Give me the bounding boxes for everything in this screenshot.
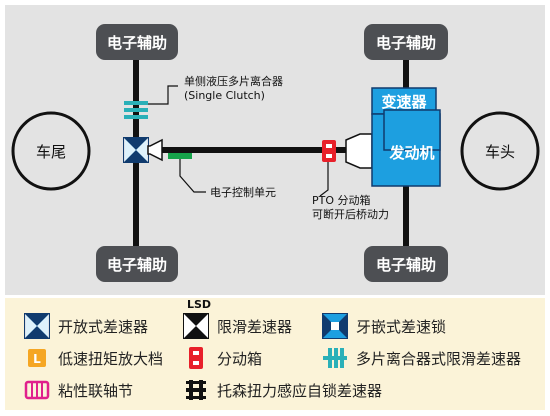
legend-item-transfer-case: 分动箱	[183, 344, 262, 372]
engine-label: 发动机	[388, 144, 434, 162]
engine-block: 发动机	[371, 109, 441, 187]
pto-transfer-case-icon	[322, 140, 336, 162]
front-wheel: 车头	[460, 111, 540, 191]
legend-item-limited-slip-differential: 限滑差速器	[183, 312, 292, 340]
clutch-label-line2: (Single Clutch)	[184, 89, 265, 102]
dog-clutch-locker-icon	[322, 313, 348, 339]
legend-label: 限滑差速器	[217, 317, 293, 336]
transmission-label: 变速器	[381, 93, 427, 111]
clutch-leader-line	[148, 85, 178, 105]
clutch-label-line1: 单侧液压多片离合器	[184, 74, 283, 88]
rear-open-differential-icon	[123, 137, 149, 163]
legend-item-dog-clutch-locker: 牙嵌式差速锁	[322, 312, 446, 340]
viscous-coupling-icon	[24, 377, 50, 403]
limited-slip-differential-icon	[183, 313, 209, 339]
front-bellhousing	[345, 133, 373, 169]
transfer-case-icon	[183, 345, 209, 371]
legend-item-open-differential: 开放式差速器	[24, 312, 148, 340]
pto-label-line2: 可断开后桥动力	[312, 207, 389, 221]
legend-item-torsen-differential: 托森扭力感应自锁差速器	[183, 376, 382, 404]
aux-box-front-top: 电子辅助	[364, 24, 448, 60]
ecu-label: 电子控制单元	[210, 185, 276, 199]
rear-wheel-label: 车尾	[36, 143, 66, 161]
multi-plate-clutch-icon	[124, 101, 148, 119]
pto-label-line1: PTO 分动箱	[312, 193, 371, 207]
legend-label: 牙嵌式差速锁	[356, 317, 447, 336]
rear-wheel: 车尾	[11, 111, 91, 191]
legend-label: 低速扭矩放大档	[58, 349, 164, 368]
ecu-leader-line	[179, 159, 206, 193]
low-range-icon: L	[24, 345, 50, 371]
torsen-differential-icon	[183, 377, 209, 403]
legend-label: 多片离合器式限滑差速器	[356, 349, 522, 368]
aux-label: 电子辅助	[107, 34, 167, 52]
legend-label: 开放式差速器	[58, 317, 149, 336]
rear-pinion-cone	[147, 138, 163, 162]
multi-plate-clutch-lsd-icon	[322, 345, 348, 371]
open-differential-icon	[24, 313, 50, 339]
legend-panel	[5, 298, 545, 410]
aux-box-rear-top: 电子辅助	[96, 24, 178, 60]
legend-item-low-range: L 低速扭矩放大档	[24, 344, 163, 372]
drivetrain-diagram: 电子辅助 电子辅助 电子辅助 电子辅助 车尾 车头 单侧液压多片离合器 (Sin…	[5, 5, 545, 295]
lsd-tag: LSD	[187, 298, 212, 311]
aux-label: 电子辅助	[376, 256, 436, 274]
legend-label: 托森扭力感应自锁差速器	[217, 381, 383, 400]
pto-leader-line	[319, 162, 329, 197]
legend-label: 分动箱	[217, 349, 263, 368]
ecu-block	[168, 153, 192, 159]
legend-label: 粘性联轴节	[58, 381, 134, 400]
legend-item-multi-plate-clutch-lsd: 多片离合器式限滑差速器	[322, 344, 521, 372]
aux-box-rear-bottom: 电子辅助	[96, 246, 178, 282]
svg-text:L: L	[33, 352, 41, 366]
front-wheel-label: 车头	[485, 143, 515, 161]
legend-item-viscous-coupling: 粘性联轴节	[24, 376, 133, 404]
aux-box-front-bottom: 电子辅助	[364, 246, 448, 282]
aux-label: 电子辅助	[107, 256, 167, 274]
aux-label: 电子辅助	[376, 34, 436, 52]
